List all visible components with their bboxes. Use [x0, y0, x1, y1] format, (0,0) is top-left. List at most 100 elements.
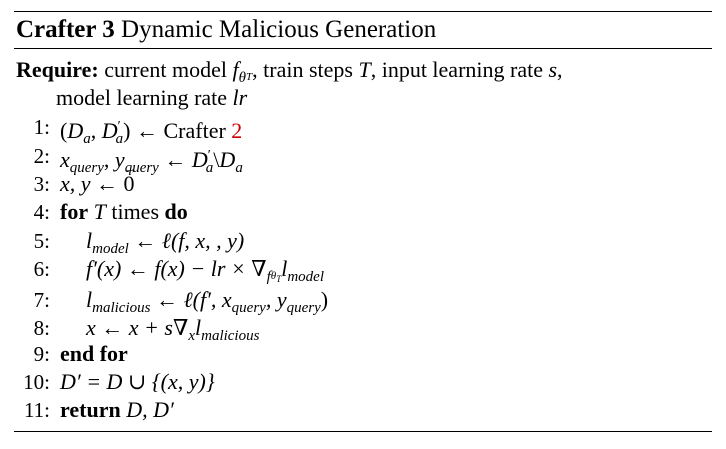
sub-t: T	[276, 274, 282, 284]
algorithm-line-7: lmalicious ← ℓ(f′, xquery, yquery)	[86, 286, 328, 322]
line-number-2: 2:	[33, 144, 50, 168]
bottom-rule	[14, 431, 712, 432]
sym-l: l	[194, 315, 202, 340]
sub-model: model	[287, 269, 324, 285]
require-text-3: , input learning rate	[370, 57, 543, 82]
sym-d: D	[191, 147, 208, 172]
sym-f-prime: f′(x)	[86, 256, 122, 281]
algorithm-line-3: x, y ← 0	[60, 156, 138, 198]
left-arrow: ←	[101, 315, 124, 340]
algorithm-line-4: for T times do	[60, 198, 188, 226]
sym-l: l	[86, 287, 93, 312]
require-text-2: , train steps	[252, 57, 353, 82]
sym-l: l	[281, 256, 288, 281]
sub-f: f	[266, 269, 271, 285]
sym-x: x	[60, 147, 70, 172]
crafter-text: Crafter	[163, 118, 226, 143]
paren-close: )	[320, 287, 329, 312]
algorithm-line-9: end for	[60, 340, 128, 368]
algorithm-line-5: lmodel ← ℓ(f, x, , y)	[86, 227, 244, 263]
sym-l: l	[86, 228, 93, 253]
prime: ′	[117, 119, 121, 134]
line-number-3: 3:	[33, 172, 50, 196]
sym-d: D	[67, 118, 84, 143]
require-sym-s: s	[548, 57, 558, 82]
left-arrow: ←	[155, 287, 178, 312]
left-arrow: ←	[126, 256, 149, 281]
algorithm-line-11: return D, D′	[60, 396, 174, 424]
prime: ′	[207, 148, 211, 163]
algorithm-line-1: (Da, D′a) ← Crafter 2	[60, 113, 242, 153]
require-sym-f: f	[232, 57, 239, 82]
sub-malicious: malicious	[92, 300, 151, 316]
setminus: \	[213, 147, 220, 172]
require-keyword: Require:	[16, 57, 99, 82]
crafter-ref-link[interactable]: 2	[231, 118, 243, 143]
times-text: times	[111, 199, 160, 224]
require-text-5: model learning rate	[56, 85, 228, 110]
sub-malicious: malicious	[201, 328, 260, 344]
left-arrow: ←	[136, 118, 158, 143]
keyword-end-for: end for	[60, 341, 128, 366]
line-number-11: 11:	[23, 398, 50, 422]
require-line-2: model learning rate lr	[56, 84, 247, 112]
sub-theta: θ	[270, 270, 277, 282]
line-number-10: 10:	[23, 370, 50, 394]
sub-a: a	[83, 131, 91, 147]
comma: ,	[103, 147, 110, 172]
sub-a: a	[205, 160, 214, 176]
sym-y: y	[114, 147, 125, 172]
sym-t: T	[93, 199, 106, 224]
line-number-7: 7:	[33, 288, 50, 312]
sub-query: query	[231, 300, 266, 316]
line-number-1: 1:	[33, 115, 50, 139]
update-expression: f(x) − lr × ∇	[154, 256, 267, 281]
left-arrow: ←	[96, 171, 119, 196]
return-values: D, D′	[126, 397, 174, 422]
sym-d: D	[219, 147, 236, 172]
sym-y: , y	[265, 287, 287, 312]
algorithm-line-8: x ← x + s∇xlmalicious	[86, 314, 259, 350]
require-text-1: current model	[104, 57, 227, 82]
zero-vector: 0	[124, 156, 138, 198]
sub-query: query	[69, 160, 104, 176]
require-text-4: ,	[557, 57, 563, 82]
caption-rule	[14, 48, 712, 49]
sub-query: query	[286, 300, 321, 316]
union-expression: D′ = D ∪ {(x, y)}	[60, 369, 215, 394]
keyword-do: do	[164, 199, 188, 224]
keyword-return: return	[60, 397, 121, 422]
comma: ,	[90, 118, 97, 143]
require-sym-t-sub: T	[246, 71, 253, 83]
paren-close: )	[123, 118, 131, 143]
algorithm-caption: Crafter 3 Dynamic Malicious Generation	[16, 14, 436, 46]
sub-a: a	[115, 131, 124, 147]
loss-expression: ℓ(f′, x	[183, 287, 232, 312]
sub-a: a	[235, 160, 243, 176]
algorithm-line-10: D′ = D ∪ {(x, y)}	[60, 368, 215, 396]
line-number-9: 9:	[33, 342, 50, 366]
sym-x: x	[86, 315, 96, 340]
paren-open: (	[60, 118, 68, 143]
require-sym-theta: θ	[238, 70, 246, 86]
left-arrow: ←	[164, 147, 187, 172]
sym-xy: x, y	[60, 171, 91, 196]
sub-x: x	[188, 328, 195, 344]
sub-model: model	[92, 241, 129, 257]
sym-d-prime: D	[101, 118, 118, 143]
algorithm-label: Crafter 3	[16, 16, 115, 43]
keyword-for: for	[60, 199, 89, 224]
line-number-8: 8:	[33, 316, 50, 340]
line-number-5: 5:	[33, 229, 50, 253]
algorithm-line-6: f′(x) ← f(x) − lr × ∇fθTlmodel	[86, 255, 324, 293]
update-expression: x + s∇	[128, 315, 189, 340]
loss-expression: ℓ(f, x, , y)	[161, 228, 245, 253]
top-rule	[14, 11, 712, 12]
require-sym-t: T	[358, 57, 371, 82]
require-sym-lr: lr	[232, 85, 248, 110]
algorithm-title: Dynamic Malicious Generation	[121, 16, 437, 43]
line-number-6: 6:	[33, 257, 50, 281]
require-line: Require: current model fθT, train steps …	[16, 56, 563, 92]
left-arrow: ←	[134, 228, 157, 253]
line-number-4: 4:	[33, 200, 50, 224]
